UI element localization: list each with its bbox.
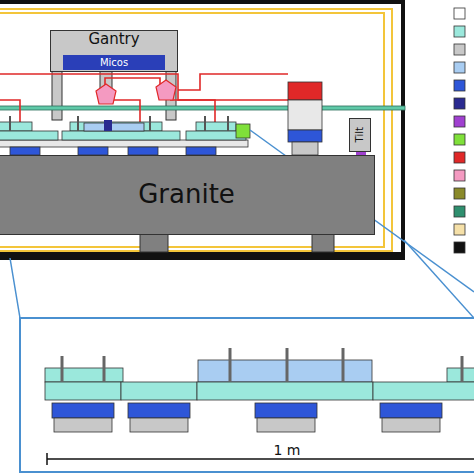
tilt-stage: Tilt xyxy=(349,118,371,152)
node-label: Micos xyxy=(100,57,128,69)
scale-label: 1 m xyxy=(272,442,303,458)
stage-band: Micos xyxy=(63,55,165,70)
node-label: Granite xyxy=(138,180,235,210)
gantry-box: GantryMicos xyxy=(50,30,178,72)
node-label: Tilt xyxy=(354,127,366,142)
node-label: Gantry xyxy=(88,31,139,48)
granite-block: Granite xyxy=(0,155,375,235)
